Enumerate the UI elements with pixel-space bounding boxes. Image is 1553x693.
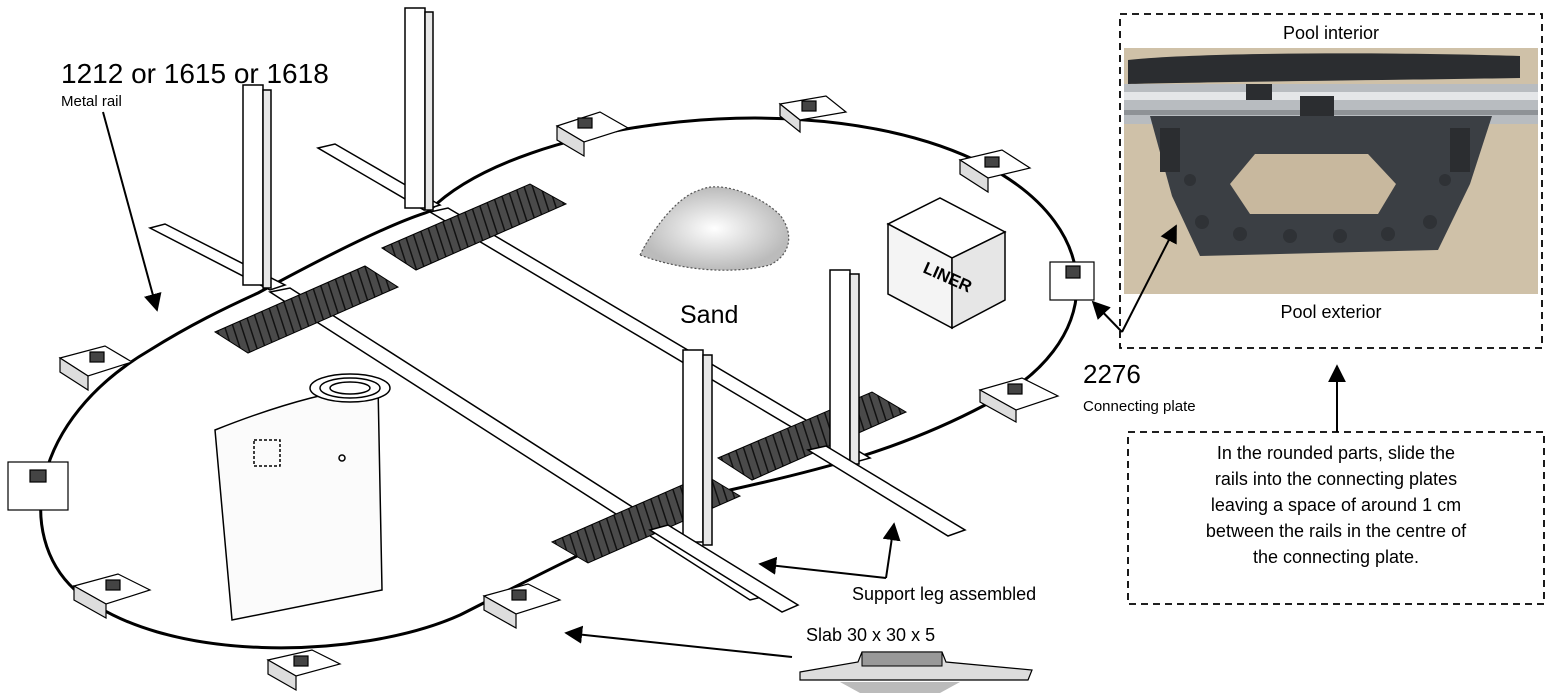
slab-5 [978, 377, 1060, 424]
slab-4 [1049, 261, 1095, 301]
slab-10 [482, 583, 562, 630]
sand-label: Sand [680, 301, 738, 329]
arrow-leg-1 [882, 522, 901, 579]
support-legs [147, 7, 967, 613]
pool-exterior-label: Pool exterior [1280, 302, 1381, 322]
plate-name-label: Connecting plate [1083, 398, 1196, 415]
rolled-wall [214, 373, 391, 621]
rail-code-label: 1212 or 1615 or 1618 [61, 58, 329, 89]
liner-box [886, 197, 1007, 330]
pool-outline [39, 116, 1079, 650]
arrow-slab [564, 625, 793, 658]
slab-2 [778, 95, 848, 134]
rail-name-label: Metal rail [61, 93, 122, 110]
slab-8 [72, 573, 152, 620]
slab-9 [266, 649, 342, 692]
arrow-leg-2 [758, 556, 887, 579]
assembly-note: In the rounded parts, slide the rails in… [1148, 440, 1524, 570]
note-line-1: In the rounded parts, slide the [1216, 443, 1456, 463]
slab-section [799, 651, 1033, 693]
note-line-4: between the rails in the centre of [1205, 521, 1467, 541]
arrow-metal-rail [102, 111, 162, 312]
slab-label: Slab 30 x 30 x 5 [806, 625, 935, 645]
note-line-2: rails into the connecting plates [1214, 469, 1458, 489]
note-line-5: the connecting plate. [1252, 547, 1420, 567]
slab-7 [7, 461, 69, 511]
slabs [7, 95, 1095, 692]
connecting-plate-photo [1124, 48, 1538, 294]
sand-pile [639, 186, 790, 271]
slab-3 [958, 149, 1032, 194]
slab-1 [555, 111, 630, 158]
support-leg-label: Support leg assembled [852, 584, 1036, 604]
pool-interior-label: Pool interior [1283, 23, 1379, 43]
photo-frame [1119, 13, 1543, 349]
slab-6 [58, 345, 134, 392]
arrows [102, 111, 1346, 658]
arrow-plate-slab [1091, 300, 1123, 333]
note-line-3: leaving a space of around 1 cm [1210, 495, 1462, 515]
plate-code-label: 2276 [1083, 359, 1141, 389]
arrow-plate-photo [1121, 224, 1177, 333]
